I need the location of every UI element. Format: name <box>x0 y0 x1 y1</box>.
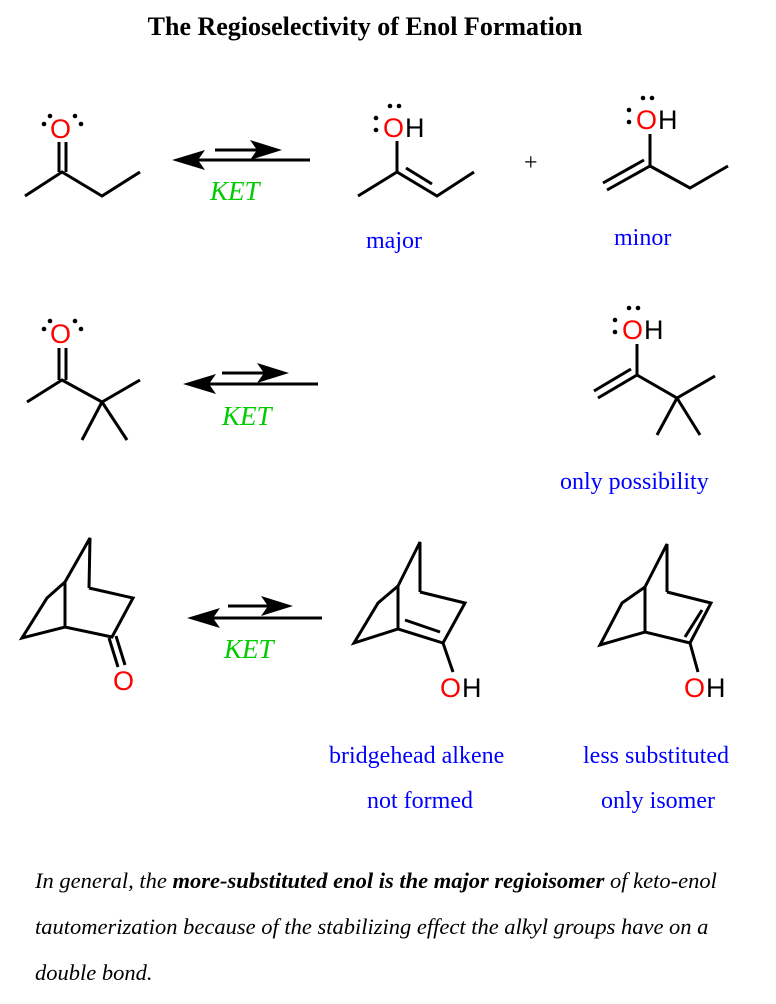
minor-enol-molecule: O H minor <box>602 95 729 251</box>
oxygen-atom: O <box>113 666 134 696</box>
summary-text-2: of keto-enol tautomerization because of … <box>35 868 717 985</box>
oxygen-atom: O <box>50 114 71 144</box>
arrow-label-ket: KET <box>221 401 274 431</box>
bridgehead-enol-molecule: O H bridgehead alkene not formed <box>329 541 504 814</box>
oxygen-atom: O <box>684 673 705 703</box>
oxygen-atom: O <box>50 319 71 349</box>
arrow-label-ket: KET <box>209 176 262 206</box>
summary-text-1: In general, the <box>35 868 173 893</box>
diagram-title: The Regioselectivity of Enol Formation <box>147 12 583 41</box>
less-substituted-enol-molecule: O H less substituted only isomer <box>583 543 729 814</box>
oxygen-atom: O <box>440 673 461 703</box>
hydrogen-atom: H <box>462 673 482 703</box>
label-only-isomer: only isomer <box>601 788 715 814</box>
summary-bold-text: more-substituted enol is the major regio… <box>172 868 605 893</box>
oxygen-atom: O <box>622 315 643 345</box>
label-less-substituted: less substituted <box>583 743 729 769</box>
only-enol-molecule: O H only possibility <box>560 305 716 495</box>
label-not-formed: not formed <box>367 788 473 814</box>
equilibrium-arrow-2: KET <box>183 363 318 431</box>
label-bridgehead-alkene: bridgehead alkene <box>329 743 504 769</box>
label-major: major <box>366 228 422 254</box>
label-minor: minor <box>614 225 671 251</box>
major-enol-molecule: O H major <box>357 103 475 254</box>
summary-paragraph: In general, the more-substituted enol is… <box>35 858 765 996</box>
label-only-possibility: only possibility <box>560 469 709 495</box>
oxygen-atom: O <box>383 113 404 143</box>
oxygen-atom: O <box>636 105 657 135</box>
butanone-molecule: O <box>24 113 141 198</box>
arrow-label-ket: KET <box>223 634 276 664</box>
plus-sign: + <box>524 150 538 176</box>
hydrogen-atom: H <box>658 105 678 135</box>
bicyclooctanone-molecule: O <box>18 537 136 696</box>
hydrogen-atom: H <box>706 673 726 703</box>
pinacolone-molecule: O <box>26 318 141 441</box>
hydrogen-atom: H <box>405 113 425 143</box>
equilibrium-arrow-1: KET <box>172 140 310 206</box>
hydrogen-atom: H <box>644 315 664 345</box>
equilibrium-arrow-3: KET <box>187 596 322 664</box>
